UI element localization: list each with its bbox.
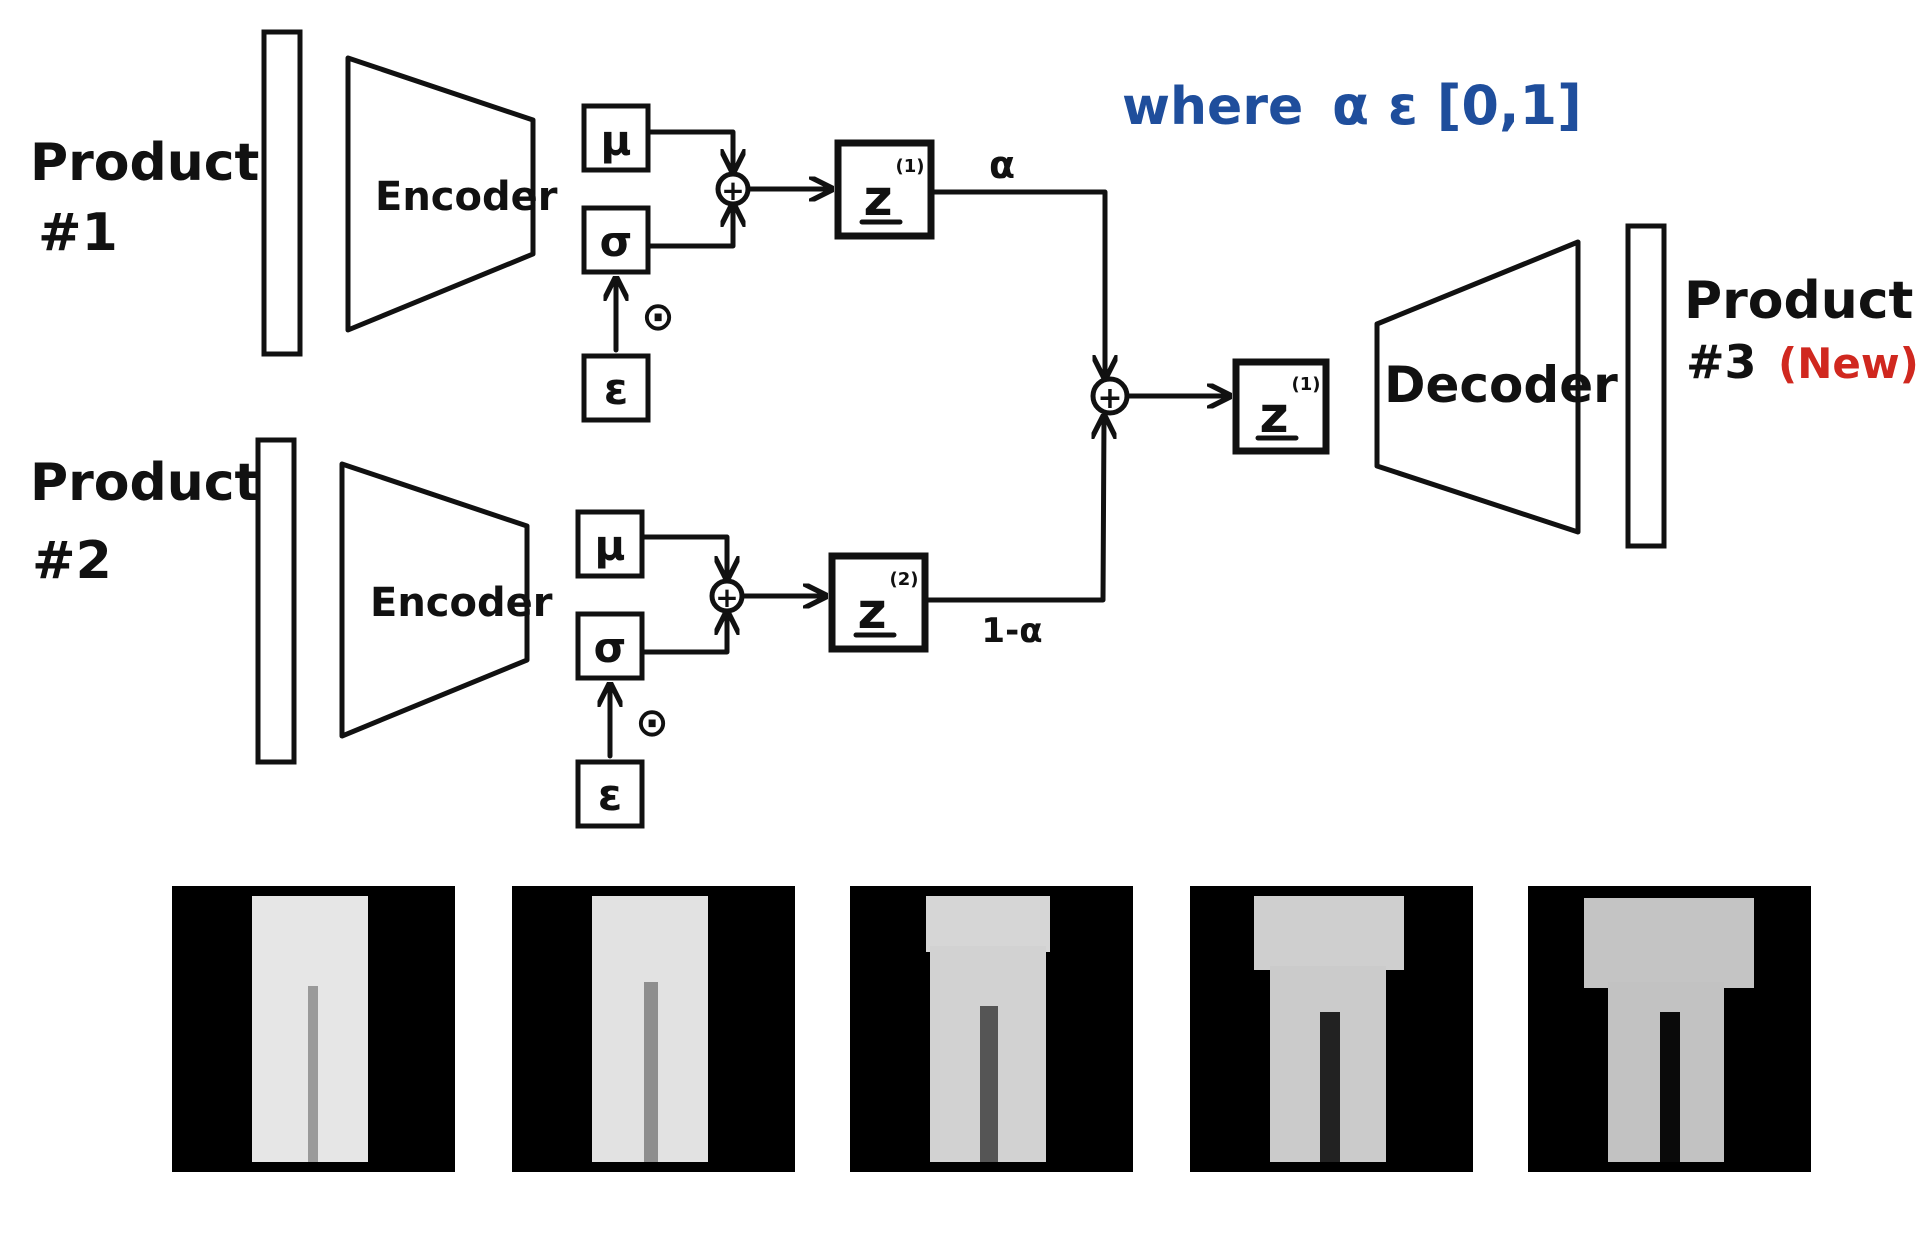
product-1-number: #1 [38,203,118,263]
product-3-new-tag: (New) [1778,339,1919,388]
mu-1-to-sum [645,129,733,170]
encoder-2 [339,461,530,739]
mu-1-label: μ [601,116,632,165]
odot-1-label: ⊙ [641,294,675,340]
z-mixed-superscript: (1) [1292,374,1321,395]
where-note: where [1122,77,1303,137]
sigma-2-to-sum [639,614,727,655]
sigma-2-label: σ [594,623,627,672]
encoder-1 [345,55,536,333]
alpha-range-note: α ε [0,1] [1332,74,1582,137]
output-vector [1625,223,1667,549]
mu-box-1 [581,103,651,173]
epsilon-box-1 [581,353,651,423]
sum-2-plus: + [715,581,738,614]
input-vector-1 [261,29,303,357]
mu-box-2 [575,509,645,579]
sum-1-plus: + [721,174,744,207]
z-mixed-label: z [1259,386,1288,444]
odot-2-label: ⊙ [635,700,669,746]
encoder-1-label: Encoder [375,174,558,220]
sigma-box-1 [581,205,651,275]
mu-2-label: μ [595,521,626,570]
interpolated-image-4 [1190,886,1473,1172]
z1-label: z [863,169,892,227]
product-2-number: #2 [32,531,112,591]
product-3-number: #3 [1686,335,1757,389]
z1-to-mix [928,189,1105,376]
product-2-title: Product [30,453,259,513]
interpolated-image-3 [850,886,1133,1172]
epsilon-box-2 [575,759,645,829]
mix-plus: + [1097,381,1122,416]
interpolated-image-1 [172,886,455,1172]
epsilon-1-label: ε [604,364,629,415]
z2-superscript: (2) [890,569,919,590]
sigma-1-label: σ [600,217,633,266]
sigma-box-2 [575,611,645,681]
z1-superscript: (1) [896,156,925,177]
interpolated-image-5 [1528,886,1811,1172]
product-3-title: Product [1684,271,1913,331]
decoder-label: Decoder [1384,356,1618,414]
alpha-label: α [989,143,1015,187]
product-1-title: Product [30,133,259,193]
sigma-1-to-sum [645,206,733,249]
interpolated-image-2 [512,886,795,1172]
z2-to-mix [922,418,1104,603]
z2-label: z [857,582,886,640]
input-vector-2 [255,437,297,765]
encoder-2-label: Encoder [370,580,553,626]
mu-2-to-sum [639,534,727,577]
decoder [1374,239,1581,535]
one-minus-alpha-label: 1-α [981,611,1042,651]
epsilon-2-label: ε [598,770,623,821]
